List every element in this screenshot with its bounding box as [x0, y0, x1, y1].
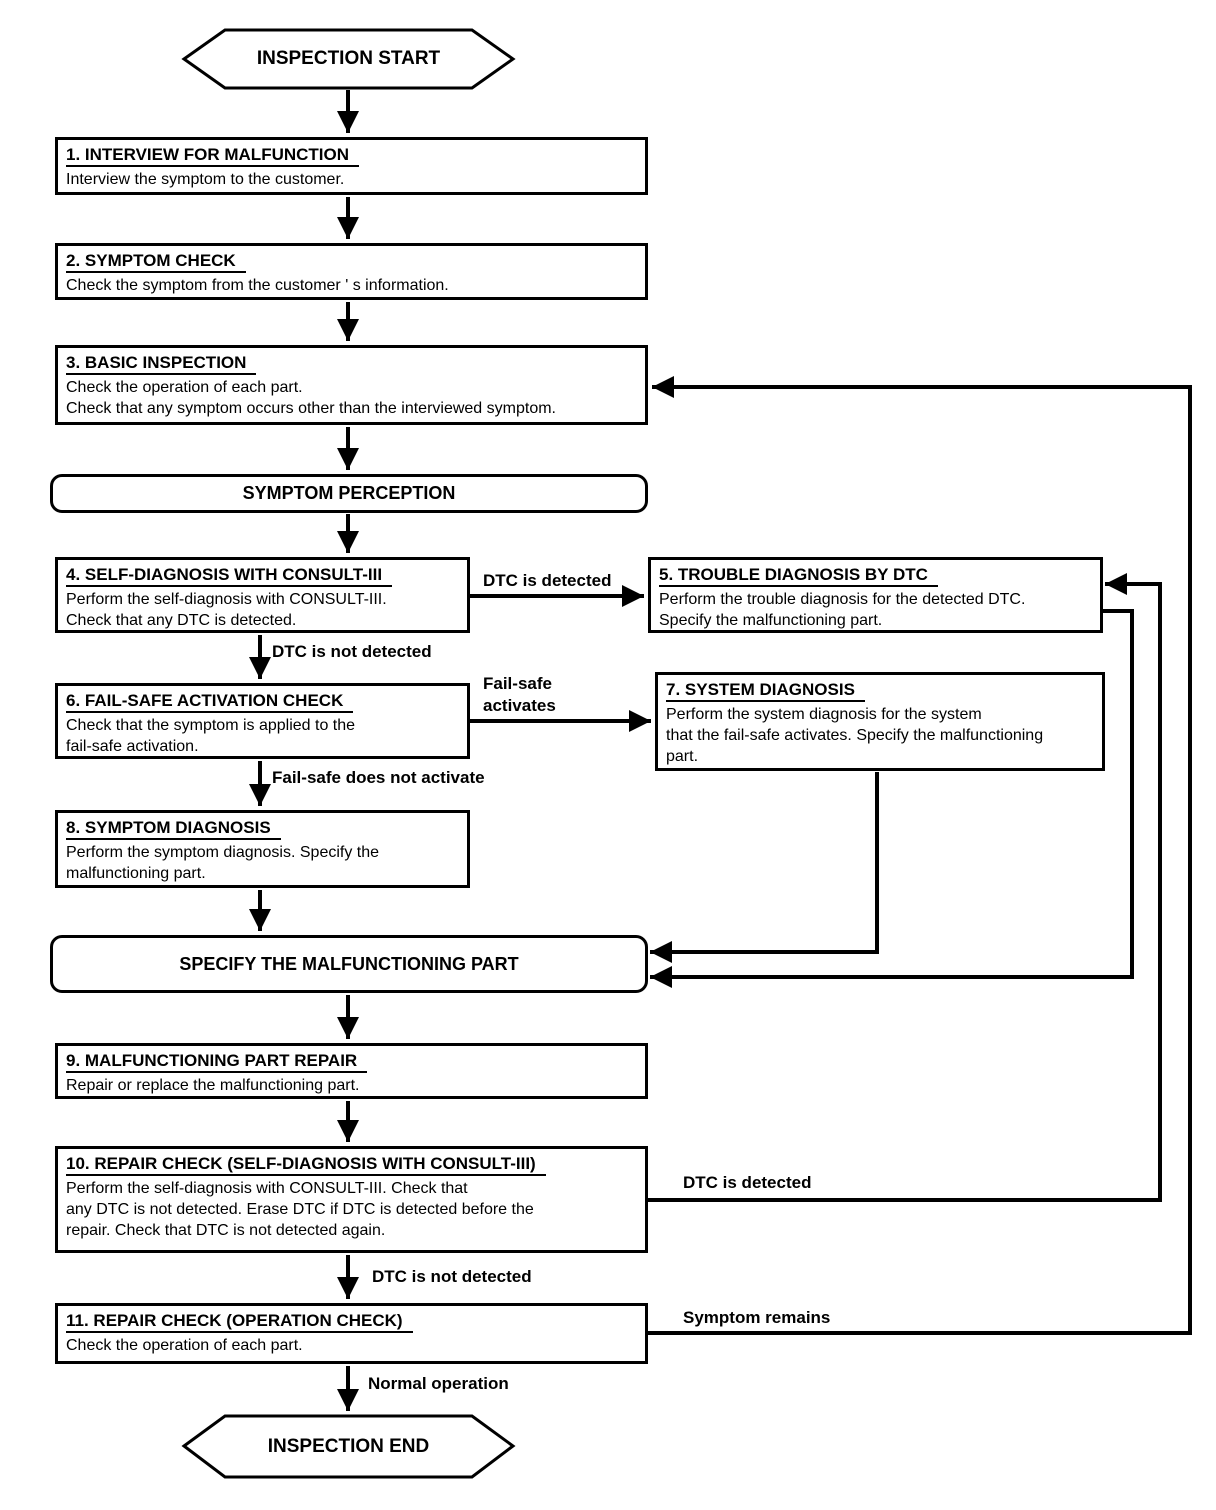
start-terminator-shape: [181, 28, 516, 90]
label-normal-operation: Normal operation: [368, 1374, 509, 1393]
step3-box: 3. BASIC INSPECTION Check the operation …: [55, 345, 648, 425]
step10-body: Perform the self-diagnosis with CONSULT-…: [66, 1180, 534, 1239]
step8-body: Perform the symptom diagnosis. Specify t…: [66, 844, 380, 882]
step5-box: 5. TROUBLE DIAGNOSIS BY DTC Perform the …: [648, 557, 1103, 633]
label-dtc-is-detected-10-5: DTC is detected: [683, 1173, 812, 1192]
step6-box: 6. FAIL-SAFE ACTIVATION CHECK Check that…: [55, 683, 470, 759]
step1-title: 1. INTERVIEW FOR MALFUNCTION: [66, 144, 637, 167]
step8-title: 8. SYMPTOM DIAGNOSIS: [66, 817, 459, 840]
step4-box: 4. SELF-DIAGNOSIS WITH CONSULT-III Perfo…: [55, 557, 470, 633]
symptom-perception-box: SYMPTOM PERCEPTION: [50, 474, 648, 513]
step4-body: Perform the self-diagnosis with CONSULT-…: [66, 591, 387, 629]
step9-title: 9. MALFUNCTIONING PART REPAIR: [66, 1050, 637, 1073]
label-fail-safe-does-not-activate: Fail-safe does not activate: [272, 768, 485, 787]
specify-malfunctioning-part-box: SPECIFY THE MALFUNCTIONING PART: [50, 935, 648, 993]
step2-title: 2. SYMPTOM CHECK: [66, 250, 637, 273]
step5-body: Perform the trouble diagnosis for the de…: [659, 591, 1026, 629]
step10-box: 10. REPAIR CHECK (SELF-DIAGNOSIS WITH CO…: [55, 1146, 648, 1253]
step11-body: Check the operation of each part.: [66, 1337, 303, 1354]
step5-title: 5. TROUBLE DIAGNOSIS BY DTC: [659, 564, 1092, 587]
label-dtc-is-not-detected-4-6: DTC is not detected: [272, 642, 432, 661]
step7-body: Perform the system diagnosis for the sys…: [666, 706, 1044, 765]
edge-step7-to-specify: [650, 772, 879, 963]
step6-title: 6. FAIL-SAFE ACTIVATION CHECK: [66, 690, 459, 713]
step2-box: 2. SYMPTOM CHECK Check the symptom from …: [55, 243, 648, 300]
edge-step5-to-specify: [650, 609, 1134, 988]
step7-title: 7. SYSTEM DIAGNOSIS: [666, 679, 1094, 702]
step1-box: 1. INTERVIEW FOR MALFUNCTION Interview t…: [55, 137, 648, 195]
label-dtc-is-not-detected-10-11: DTC is not detected: [372, 1267, 532, 1286]
step6-body: Check that the symptom is applied to the…: [66, 717, 356, 755]
step7-box: 7. SYSTEM DIAGNOSIS Perform the system d…: [655, 672, 1105, 771]
step3-body: Check the operation of each part. Check …: [66, 379, 556, 417]
step11-box: 11. REPAIR CHECK (OPERATION CHECK) Check…: [55, 1303, 648, 1364]
step9-body: Repair or replace the malfunctioning par…: [66, 1077, 360, 1094]
start-terminator-label: INSPECTION START: [256, 48, 441, 69]
label-symptom-remains: Symptom remains: [683, 1308, 831, 1327]
step4-title: 4. SELF-DIAGNOSIS WITH CONSULT-III: [66, 564, 459, 587]
step1-body: Interview the symptom to the customer.: [66, 171, 345, 188]
end-terminator-label: INSPECTION END: [267, 1435, 430, 1457]
edge-step10-dtc-detected-to-step5: [648, 573, 1162, 1202]
end-terminator-shape: [181, 1414, 516, 1479]
step8-box: 8. SYMPTOM DIAGNOSIS Perform the symptom…: [55, 810, 470, 888]
label-dtc-is-detected-4-5: DTC is detected: [483, 571, 612, 590]
step3-title: 3. BASIC INSPECTION: [66, 352, 637, 375]
step2-body: Check the symptom from the customer ' s …: [66, 277, 449, 294]
label-fail-safe-activates: Fail-safe activates: [483, 674, 556, 715]
step10-title: 10. REPAIR CHECK (SELF-DIAGNOSIS WITH CO…: [66, 1153, 637, 1176]
step9-box: 9. MALFUNCTIONING PART REPAIR Repair or …: [55, 1043, 648, 1099]
edge-step11-symptom-remains-to-step3: [648, 376, 1192, 1335]
step11-title: 11. REPAIR CHECK (OPERATION CHECK): [66, 1310, 637, 1333]
